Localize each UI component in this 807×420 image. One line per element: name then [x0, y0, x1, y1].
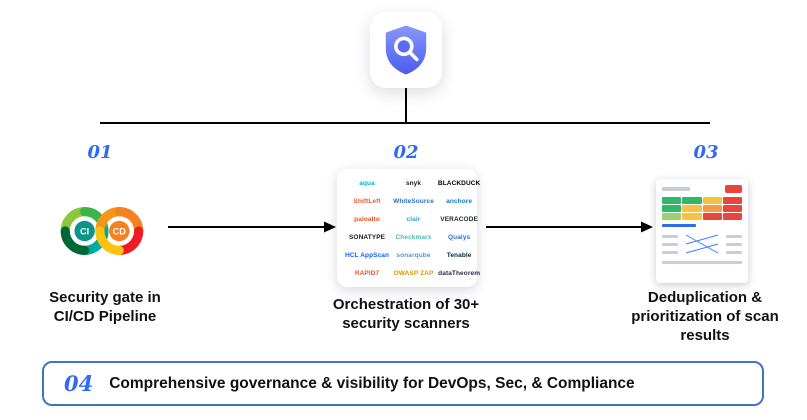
alert-count-badge [725, 185, 742, 193]
governance-banner: 04 Comprehensive governance & visibility… [42, 361, 764, 406]
scanner-logo-checkmarx: Checkmarx [395, 233, 432, 241]
scanner-grid: aqua snyk BLACKDUCK ShiftLeft WhiteSource anc… [345, 178, 480, 278]
thumb-footer-bar [662, 261, 742, 264]
scanner-logos-card: aqua snyk BLACKDUCK ShiftLeft WhiteSource anc… [337, 169, 480, 287]
step-label-1: Security gate in CI/CD Pipeline [49, 289, 161, 325]
scanner-logo-paloalto: paloalto [354, 215, 380, 223]
matrix-cell [682, 213, 702, 220]
scanner-logo-qualys: Qualys [447, 233, 471, 241]
shield-search-icon [385, 25, 427, 75]
step-label-2: Orchestration of 30+ security scanners [332, 296, 480, 332]
scanner-logo-aqua: aqua [359, 179, 375, 187]
scanner-logo-rapid7: RAPID7 [354, 269, 380, 277]
scanner-logo-owasp-zap: OWASP ZAP [393, 269, 434, 277]
mapping-right-column [726, 234, 742, 254]
step-number-1: 01 [87, 142, 113, 163]
scanner-logo-veracode: VERACODE [440, 215, 478, 223]
results-dashboard-thumbnail [656, 179, 748, 283]
step-number-3: 03 [693, 142, 719, 163]
scanner-logo-snyk: snyk [405, 179, 422, 187]
scanner-logo-tenable: Tenable [446, 251, 472, 259]
matrix-cell [722, 205, 742, 212]
matrix-cell [722, 197, 742, 204]
step-number-2: 02 [393, 142, 419, 163]
matrix-cell [682, 205, 702, 212]
dedup-mapping [662, 231, 742, 257]
scanner-logo-sonarqube: sonarqube [396, 251, 431, 259]
product-logo-card [370, 12, 442, 88]
mapping-lines [685, 234, 719, 254]
scanner-logo-datatheorem: dataTheorem [438, 269, 481, 277]
scanner-logo-hcl-appscan: HCL AppScan [345, 251, 390, 259]
thumb-section-bar [662, 224, 696, 227]
mapping-left-column [662, 234, 678, 254]
matrix-cell [662, 213, 682, 220]
scanner-logo-sonatype: SONATYPE [349, 233, 386, 241]
scanner-logo-blackduck: BLACKDUCK [437, 179, 481, 187]
scanner-logo-whitesource: WhiteSource [393, 197, 434, 205]
step-number-4: 04 [64, 371, 94, 396]
thumb-header [662, 185, 742, 193]
step-label-3: Deduplication & prioritization of scan r… [631, 289, 779, 344]
matrix-cell [722, 213, 742, 220]
cicd-pipeline-icon: CI CD [52, 184, 158, 278]
risk-matrix [662, 197, 742, 220]
governance-text: Comprehensive governance & visibility fo… [109, 374, 635, 392]
matrix-cell [702, 205, 722, 212]
matrix-cell [682, 197, 702, 204]
ci-label: CI [80, 227, 89, 237]
scanner-logo-shiftleft: ShiftLeft [353, 197, 381, 205]
thumb-title-placeholder [662, 187, 690, 191]
scanner-logo-clair: clair [406, 215, 421, 223]
matrix-cell [662, 205, 682, 212]
matrix-cell [662, 197, 682, 204]
matrix-cell [702, 213, 722, 220]
scanner-logo-anchore: anchore [446, 197, 473, 205]
cd-label: CD [113, 227, 127, 237]
matrix-cell [702, 197, 722, 204]
